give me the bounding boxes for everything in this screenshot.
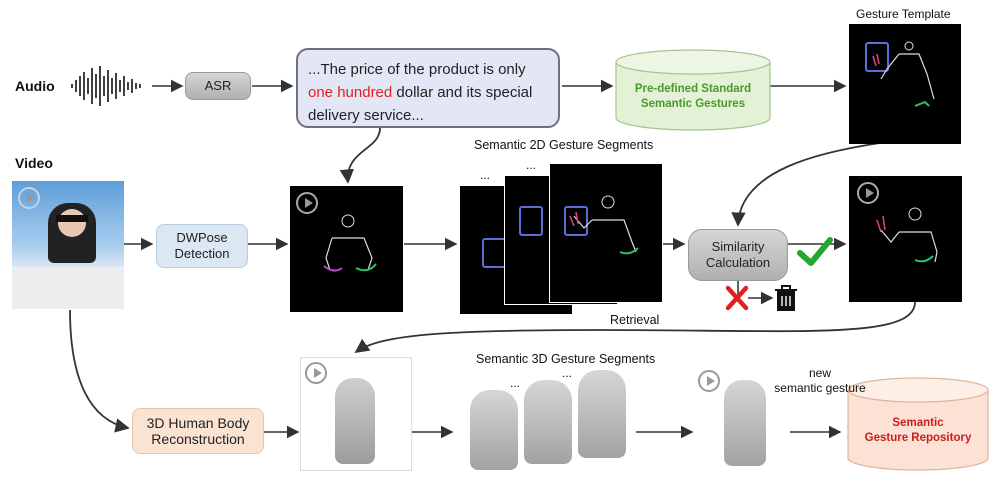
ellipsis-2d-b: ... — [526, 158, 537, 172]
predefined-db-shape — [615, 49, 771, 131]
segment-2d-skeleton — [569, 195, 639, 255]
segment-2d-hand-box-3 — [564, 206, 588, 236]
new-gesture-frame — [698, 364, 784, 470]
result-frame — [849, 176, 962, 302]
semantic-2d-label: Semantic 2D Gesture Segments — [474, 138, 654, 152]
pose-frame — [290, 186, 403, 312]
semantic-3d-label: Semantic 3D Gesture Segments — [476, 352, 656, 366]
video-face — [58, 209, 86, 237]
repository-db-line2: Gesture Repository — [864, 432, 972, 444]
video-thumbnail — [12, 181, 124, 309]
transcript-line-1: ...The price of the product is only — [308, 61, 526, 78]
repository-db-label: Semantic Gesture Repository — [848, 416, 988, 446]
body-3d-figure — [335, 378, 375, 464]
body-3d-frame — [300, 357, 412, 471]
retrieval-label: Retrieval — [610, 313, 660, 327]
new-semantic-label: new semantic gesture — [770, 366, 870, 396]
transcript-line-2-rest: dollar and its special — [392, 84, 533, 101]
predefined-db-line1: Pre-defined Standard — [634, 83, 752, 95]
segment-3d-figure-3 — [578, 370, 626, 458]
repository-db-line1: Semantic — [892, 417, 944, 429]
template-skeleton — [872, 41, 935, 107]
dwpose-label: DWPose Detection — [174, 230, 230, 261]
reconstruction-label: 3D Human Body Reconstruction — [146, 415, 250, 447]
check-icon — [797, 237, 833, 266]
audio-label: Audio — [15, 78, 55, 94]
gesture-template-frame — [849, 24, 961, 144]
cross-icon — [725, 285, 749, 311]
result-skeleton — [876, 207, 938, 263]
play-icon[interactable] — [305, 362, 327, 384]
segment-2d-hand-box-2 — [519, 206, 543, 236]
ellipsis-2d-a: ... — [480, 168, 491, 182]
new-semantic-line1: new — [808, 366, 831, 380]
video-face-censor — [56, 215, 88, 222]
similarity-label: Similarity Calculation — [705, 239, 771, 270]
similarity-box: Similarity Calculation — [688, 229, 788, 281]
segment-3d-figure-2 — [524, 380, 572, 464]
sound-wave-icon — [71, 66, 141, 106]
segment-2d-hand-box-1 — [482, 238, 506, 268]
repository-db-shape — [847, 377, 989, 471]
play-icon[interactable] — [698, 370, 720, 392]
arrow-template-similarity — [731, 142, 881, 227]
asr-label: ASR — [204, 78, 232, 93]
reconstruction-box: 3D Human Body Reconstruction — [132, 408, 264, 454]
predefined-db-label: Pre-defined Standard Semantic Gestures — [616, 82, 770, 112]
segment-3d-figure-1 — [470, 390, 518, 470]
play-icon[interactable] — [296, 192, 318, 214]
segment-2d-frame-3 — [549, 163, 663, 303]
transcript-bubble: ...The price of the product is only one … — [296, 48, 560, 128]
gesture-template-label: Gesture Template — [856, 7, 951, 21]
ellipsis-3d-a: ... — [510, 376, 521, 390]
arrow-retrieval — [354, 301, 916, 354]
asr-box: ASR — [185, 72, 251, 100]
play-icon[interactable] — [18, 187, 40, 209]
video-label: Video — [15, 155, 53, 171]
new-semantic-line2: semantic gesture — [774, 381, 866, 395]
trash-icon — [775, 285, 797, 311]
transcript-line-3: delivery service... — [308, 107, 424, 124]
arrow-video-reconstruction — [69, 309, 130, 433]
pose-skeleton — [323, 214, 377, 272]
video-desk — [12, 267, 124, 309]
transcript-line-2: one hundred dollar and its special — [308, 81, 548, 104]
arrow-text-pose — [339, 127, 381, 184]
template-hand-box — [865, 42, 889, 72]
new-gesture-figure — [724, 380, 766, 466]
dwpose-box: DWPose Detection — [156, 224, 248, 268]
transcript-highlight: one hundred — [308, 84, 393, 101]
predefined-db-line2: Semantic Gestures — [640, 98, 746, 110]
play-icon[interactable] — [857, 182, 879, 204]
ellipsis-3d-b: ... — [562, 366, 573, 380]
